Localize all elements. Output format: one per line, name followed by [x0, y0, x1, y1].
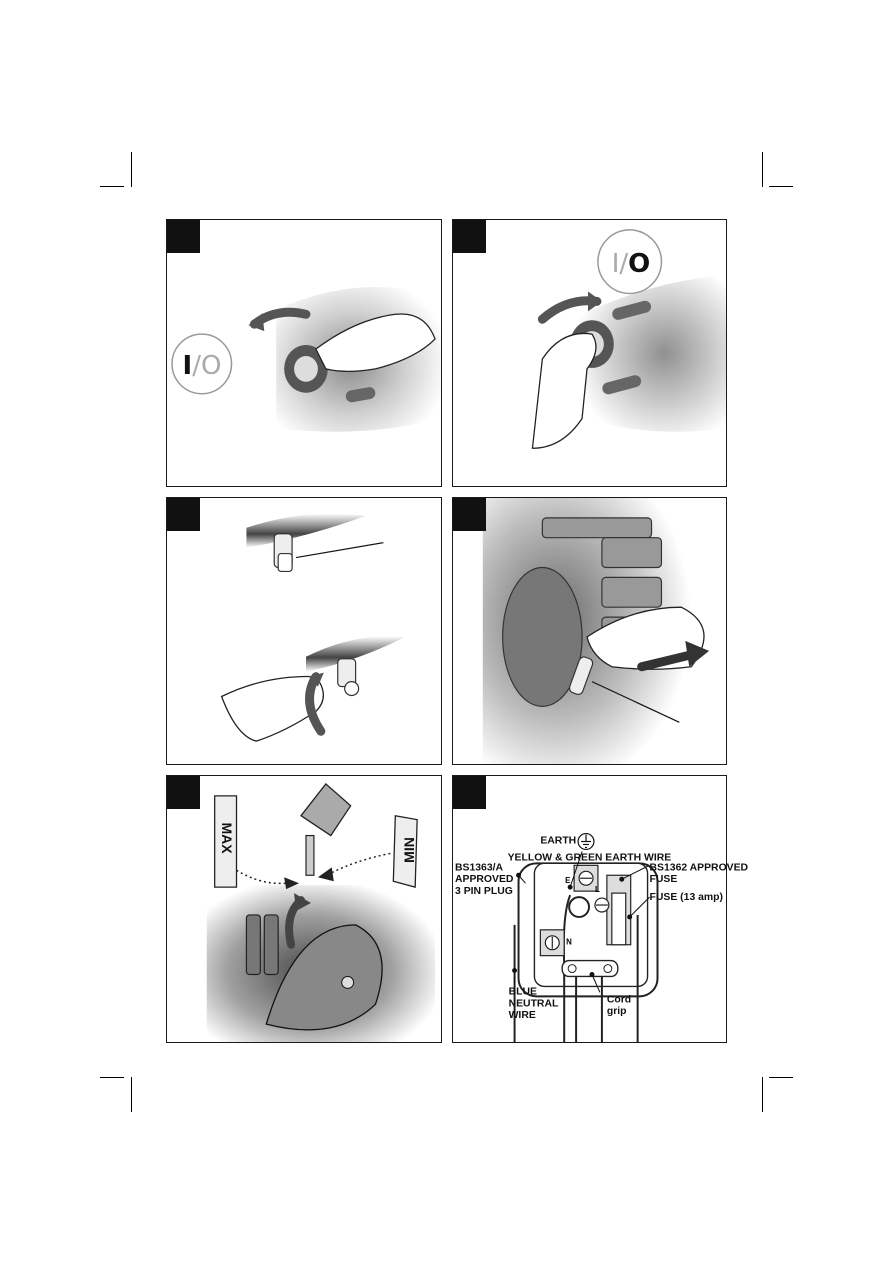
io-on-symbol: I — [182, 351, 193, 381]
blue-wire-label-line1: BLUE — [509, 986, 537, 997]
io-badge — [597, 229, 663, 295]
step-number-box — [453, 776, 486, 809]
step-number-box — [167, 498, 200, 531]
io-badge — [171, 333, 233, 395]
blue-wire-label-line3: WIRE — [509, 1010, 536, 1021]
cord-grip-label-line1: Cord — [607, 994, 631, 1005]
terminal-live-label: L — [595, 885, 600, 894]
panel-4-illustration — [482, 498, 710, 764]
oil-filler-cover — [265, 924, 383, 1031]
crop-mark-bottom-left-v — [131, 1077, 132, 1112]
crop-mark-bottom-left-h — [100, 1077, 124, 1078]
neutral-terminal — [539, 929, 565, 957]
io-off-symbol: O — [628, 249, 651, 279]
yellow-green-label: YELLOW & GREEN EARTH WIRE — [508, 852, 672, 863]
io-switch-label: I/O — [601, 247, 661, 280]
blue-wire-label-line2: NEUTRAL — [509, 998, 559, 1009]
io-separator: / — [619, 249, 629, 279]
io-switch-label: I/O — [173, 349, 231, 382]
terminal-neutral-label: N — [566, 938, 572, 947]
dipstick-shape — [300, 783, 352, 876]
plug-connector-shape — [568, 656, 594, 695]
io-on-symbol: I — [611, 249, 620, 279]
drain-valve-open — [337, 658, 360, 697]
callout-line — [591, 681, 680, 723]
fuse-rating-label: FUSE (13 amp) — [650, 892, 723, 903]
earth-label: EARTH — [540, 835, 576, 846]
crop-mark-top-right-h — [769, 186, 793, 187]
dipstick-max-label: MAX — [219, 822, 235, 854]
panel-6-plug-wiring: EARTH YELLOW & GREEN EARTH WIRE BS1363/A… — [452, 775, 749, 1043]
cord-grip-label-line2: grip — [607, 1006, 627, 1017]
panel-5-illustration — [206, 783, 436, 1042]
mains-cable — [575, 976, 603, 1042]
motor-end-cap — [502, 566, 583, 708]
earth-wire-loop — [568, 896, 590, 918]
io-off-symbol: O — [200, 351, 222, 381]
panel-2-switch-off: I/O — [452, 219, 727, 487]
fuse-holder — [594, 874, 632, 946]
step-number-box — [167, 220, 200, 253]
panel-3-illustration — [220, 513, 406, 742]
panel-1-illustration — [171, 279, 441, 432]
panel-3-drain-valve — [166, 497, 442, 765]
approved-plug-label-line2: APPROVED — [455, 874, 514, 885]
panel-6-illustration: EARTH YELLOW & GREEN EARTH WIRE BS1363/A… — [455, 832, 749, 1042]
earth-ground-icon — [577, 832, 595, 851]
crop-mark-bottom-right-h — [769, 1077, 793, 1078]
max-dotted-pointer — [236, 869, 287, 885]
tank-edge-upper — [246, 513, 366, 548]
terminal-earth-label: E — [565, 876, 570, 885]
crop-mark-bottom-right-v — [762, 1077, 763, 1112]
panel-5-oil-check: MAX MIN — [166, 775, 442, 1043]
hand-shape — [531, 332, 597, 449]
dipstick-min-label: MIN — [401, 837, 417, 863]
dipstick-min-blade — [392, 814, 418, 889]
cord-grip — [561, 959, 619, 978]
drain-valve-closed — [273, 533, 293, 573]
panel-1-switch-on: I/O — [166, 219, 442, 487]
approved-plug-label-line1: BS1363/A — [455, 862, 503, 873]
step-number-box — [453, 498, 486, 531]
crop-mark-top-left-v — [131, 152, 132, 187]
bolt-shape — [345, 387, 376, 403]
step-number-box — [453, 220, 486, 253]
min-dotted-pointer — [330, 852, 391, 874]
io-separator: / — [192, 351, 201, 381]
hand-shape — [315, 313, 436, 373]
approved-fuse-label-line1: BS1362 APPROVED — [650, 862, 749, 873]
dipstick-max-blade — [214, 795, 238, 888]
panel-2-illustration — [531, 229, 726, 449]
panel-4-pull-plug — [452, 497, 727, 765]
crop-mark-top-right-v — [762, 152, 763, 187]
callout-line — [295, 542, 384, 559]
pull-direction-arrow — [637, 650, 696, 672]
step-number-box — [167, 776, 200, 809]
bolt-shape — [612, 300, 652, 320]
earth-terminal — [573, 864, 599, 892]
crop-mark-top-left-h — [100, 186, 124, 187]
tank-edge-lower — [305, 636, 406, 672]
approved-fuse-label-line2: FUSE — [650, 874, 678, 885]
approved-plug-label-line3: 3 PIN PLUG — [455, 886, 513, 897]
